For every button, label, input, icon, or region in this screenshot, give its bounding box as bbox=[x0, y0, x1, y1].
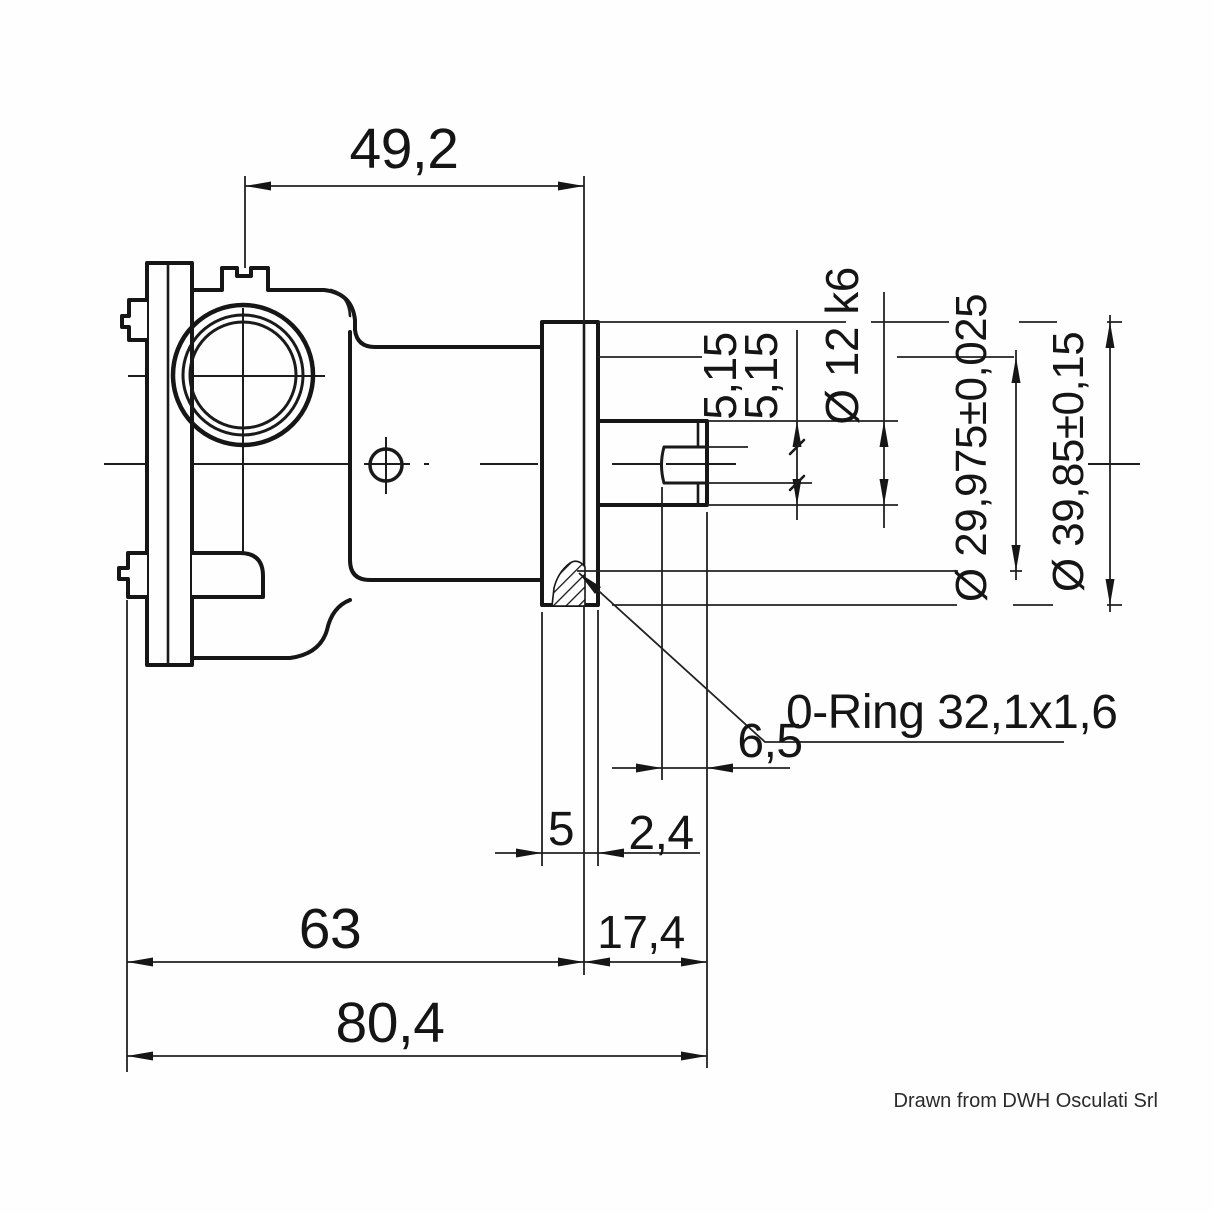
leader-arrow bbox=[579, 573, 601, 594]
mounting-flange bbox=[540, 320, 600, 607]
arrow bbox=[636, 763, 662, 773]
dim-text-shaft-len: 17,4 bbox=[597, 906, 685, 958]
oring-label: 0-Ring 32,1x1,6 bbox=[786, 686, 1117, 739]
dim-text-neck-len: 5 bbox=[548, 803, 574, 856]
arrow bbox=[792, 421, 802, 447]
arrow bbox=[1105, 579, 1115, 605]
arrow bbox=[1011, 357, 1021, 383]
arrow bbox=[1011, 545, 1021, 571]
boss-bottom-outline bbox=[190, 598, 352, 660]
arrow bbox=[707, 763, 733, 773]
arrow bbox=[127, 1051, 153, 1061]
body-foot-lug bbox=[192, 551, 265, 599]
arrow bbox=[127, 957, 153, 967]
dim-text-total-len: 80,4 bbox=[336, 991, 445, 1055]
arrow bbox=[681, 1051, 707, 1061]
body-underside bbox=[348, 330, 544, 582]
dim-text-keyway-len: 6,5 bbox=[737, 715, 802, 768]
dim-ticks-keyway bbox=[788, 438, 806, 492]
bracket-plate bbox=[145, 261, 194, 667]
arrow bbox=[879, 479, 889, 505]
leader-line bbox=[578, 572, 1064, 743]
arrow bbox=[558, 181, 584, 191]
dim-text-key-offset-b: 5,15 bbox=[735, 332, 787, 420]
arrow bbox=[558, 957, 584, 967]
oring-section-hatch bbox=[551, 560, 586, 607]
oring-leader bbox=[578, 572, 1064, 743]
body-step-fillet bbox=[329, 288, 352, 318]
keyway-slot bbox=[660, 445, 709, 485]
port-bore-inner-circle bbox=[188, 320, 298, 430]
dimension-texts: 49,2 63 17,4 80,4 5 2,4 6,5 0-Ring 32,1x… bbox=[299, 117, 1158, 1112]
flange-disc bbox=[540, 320, 600, 607]
dim-text-top-width: 49,2 bbox=[350, 117, 459, 181]
dim-text-flange-thk: 2,4 bbox=[628, 807, 693, 860]
port-bore-outer-circle bbox=[170, 302, 316, 448]
centerlines bbox=[104, 308, 1140, 556]
arrow bbox=[584, 957, 610, 967]
arrow bbox=[245, 181, 271, 191]
pump-body bbox=[117, 261, 544, 667]
ext-shaft-dia bbox=[707, 420, 898, 506]
dimension-lines bbox=[127, 181, 1115, 1061]
drain-hole bbox=[368, 447, 404, 483]
body-top-outline bbox=[190, 266, 544, 349]
bracket-tab-top bbox=[120, 298, 147, 342]
bracket-tab-bottom bbox=[117, 551, 147, 599]
arrow bbox=[598, 848, 624, 858]
credit-note: Drawn from DWH Osculati Srl bbox=[894, 1090, 1158, 1112]
arrow bbox=[516, 848, 542, 858]
shaft-assembly bbox=[596, 419, 709, 507]
arrow bbox=[879, 421, 889, 447]
dim-text-pilot-dia: Ø 29,975±0,025 bbox=[947, 294, 996, 602]
port-bore-mid-circle bbox=[181, 313, 305, 437]
dim-text-key-offset-a: 5,15 bbox=[694, 332, 746, 420]
shaft-outline bbox=[596, 419, 709, 507]
arrow bbox=[681, 957, 707, 967]
dim-text-body-len: 63 bbox=[299, 897, 361, 961]
dim-text-flange-dia: Ø 39,85±0,15 bbox=[1044, 332, 1093, 592]
arrow bbox=[1105, 322, 1115, 348]
dim-text-shaft-dia: Ø 12 k6 bbox=[816, 267, 868, 425]
